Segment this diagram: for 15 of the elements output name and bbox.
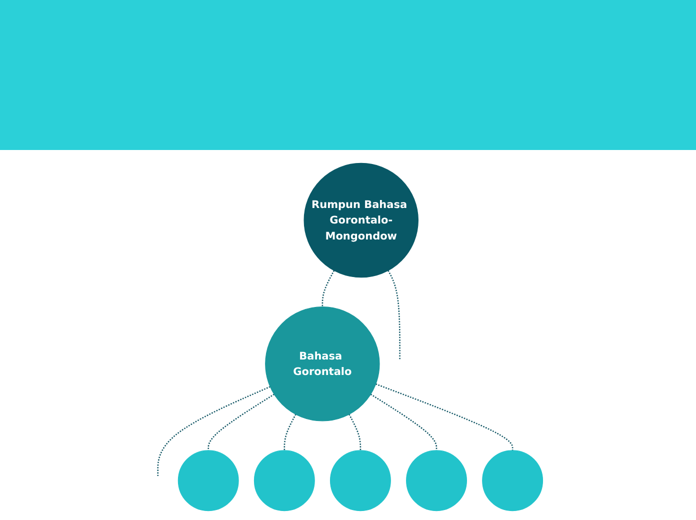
node-circle <box>178 450 239 512</box>
connector <box>376 383 514 450</box>
node-circle: Bahasa Gorontalo <box>265 306 380 422</box>
connector <box>322 270 335 307</box>
connector <box>208 394 274 450</box>
node-circle <box>330 450 391 512</box>
connector <box>284 414 296 450</box>
connector <box>348 414 362 450</box>
connector <box>388 270 400 360</box>
node-circle: Rumpun Bahasa Gorontalo-Mongondow <box>304 162 418 278</box>
connector <box>370 394 438 450</box>
node-circle <box>482 450 544 512</box>
connector <box>157 386 270 476</box>
node-circle <box>406 450 467 512</box>
node-circle <box>254 450 315 512</box>
